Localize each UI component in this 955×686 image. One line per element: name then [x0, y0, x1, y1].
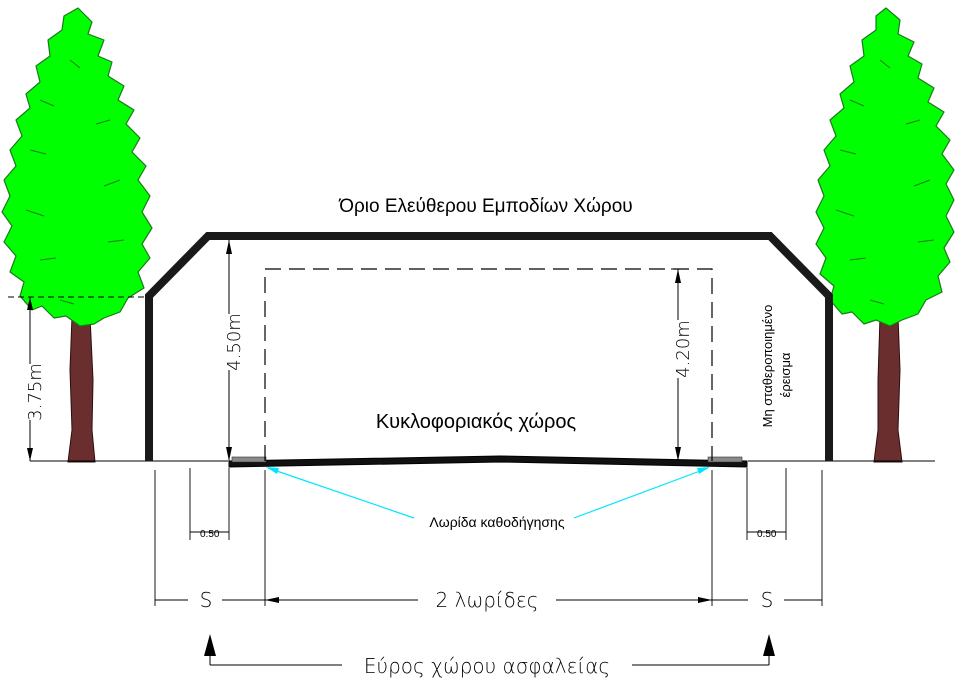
up-arrow-left-icon — [204, 634, 216, 656]
dimension-420 — [671, 268, 685, 461]
extension-lines — [154, 470, 823, 606]
dim-420-label: 4.20m — [673, 320, 694, 378]
dim-450-label: 4.50m — [224, 313, 245, 371]
offset-left — [189, 468, 230, 540]
guide-strip-leaders — [266, 467, 710, 519]
right-tree-trunk — [873, 315, 903, 463]
guide-strip-left — [231, 456, 267, 463]
dim-375-label: 3.75m — [25, 363, 46, 421]
shoulder-label-line2: έρεισμα — [778, 352, 793, 397]
guide-strip-right — [707, 456, 743, 463]
clearance-envelope — [145, 232, 833, 461]
road-pavement — [228, 455, 748, 468]
left-tree — [1, 7, 153, 463]
s-right-label: S — [761, 588, 774, 612]
clearance-limit-title: Όριο Ελεύθερου Εμποδίων Χώρου — [338, 196, 632, 217]
left-tree-foliage — [1, 7, 153, 327]
guide-strip-label: Λωρίδα καθοδήγησης — [429, 514, 564, 530]
s-left-label: S — [200, 588, 213, 612]
right-tree-foliage — [815, 7, 955, 327]
offset-right — [746, 468, 787, 540]
offset-right-label: 0.50 — [757, 529, 777, 540]
lanes-label: 2 λωρίδες — [436, 588, 539, 612]
dimension-450 — [226, 240, 232, 461]
safety-width-label: Εύρος χώρου ασφαλείας — [364, 654, 610, 678]
traffic-space-label: Κυκλοφοριακός χώρος — [376, 411, 577, 433]
traffic-space-outline — [264, 268, 713, 461]
left-tree-trunk — [67, 315, 96, 463]
safety-width-bracket — [204, 634, 775, 666]
up-arrow-right-icon — [763, 634, 775, 656]
shoulder-label: Μη σταθεροποιημένο — [760, 305, 775, 428]
offset-left-label: 0.50 — [200, 529, 220, 540]
dimension-375 — [27, 297, 33, 461]
width-dimension-chain — [155, 597, 822, 603]
right-tree — [815, 7, 955, 463]
